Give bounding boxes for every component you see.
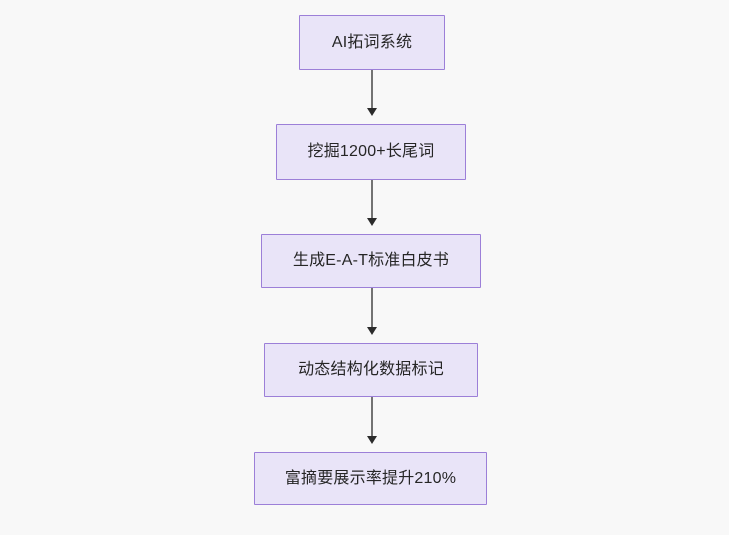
flow-node-label: 动态结构化数据标记 [298, 361, 444, 379]
flow-node-label: AI拓词系统 [331, 33, 413, 51]
flow-node-1[interactable]: AI拓词系统 [299, 15, 445, 70]
arrowhead-icon [366, 436, 377, 444]
flow-node-4[interactable]: 动态结构化数据标记 [264, 343, 478, 397]
edge-line [371, 397, 373, 437]
edge-line [371, 70, 373, 109]
flow-node-label: 富摘要展示率提升210% [284, 469, 457, 487]
edge-line [371, 288, 373, 328]
arrowhead-icon [366, 108, 377, 116]
flow-node-label: 挖掘1200+长尾词 [307, 143, 435, 161]
flow-node-2[interactable]: 挖掘1200+长尾词 [276, 124, 466, 180]
edge-line [371, 180, 373, 219]
arrowhead-icon [366, 327, 377, 335]
flow-node-5[interactable]: 富摘要展示率提升210% [254, 452, 487, 505]
flow-node-label: 生成E-A-T标准白皮书 [292, 252, 450, 270]
flow-node-3[interactable]: 生成E-A-T标准白皮书 [261, 234, 481, 288]
arrowhead-icon [366, 218, 377, 226]
